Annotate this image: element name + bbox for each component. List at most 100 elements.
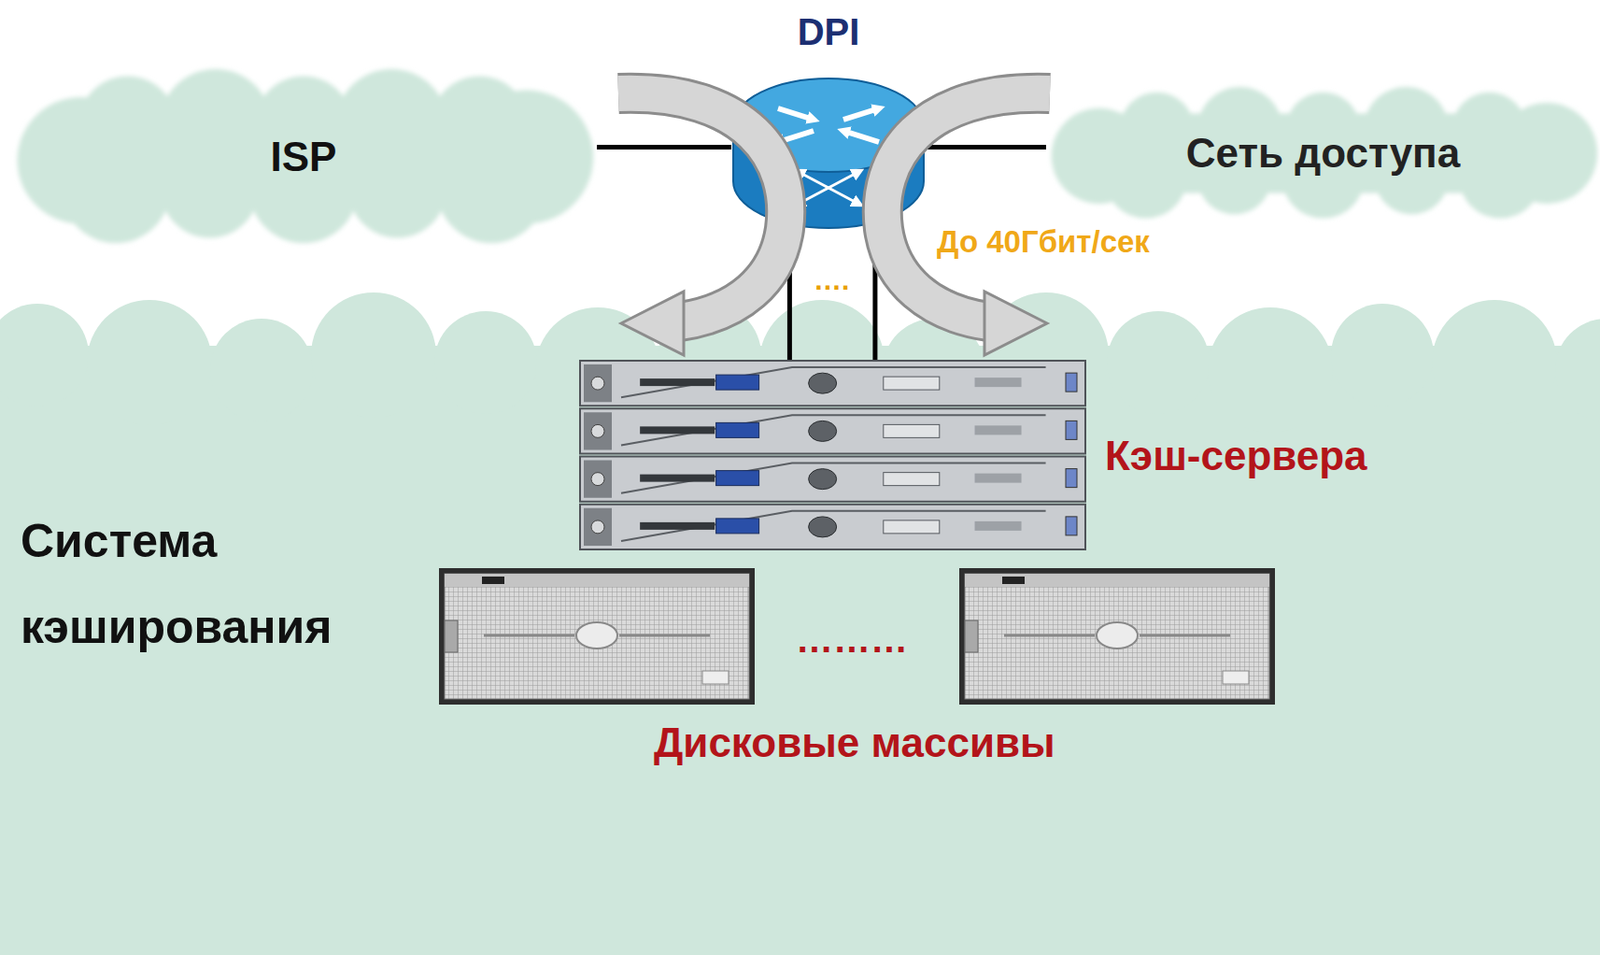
- disk-array: [1096, 622, 1138, 649]
- rack-server: [591, 520, 605, 534]
- rack-server: [975, 521, 1022, 531]
- cloud-shape: [1555, 318, 1600, 422]
- node-label: DPI: [731, 9, 926, 55]
- rack-server: [639, 378, 715, 386]
- cache-server-stack: Кэш-сервера: [579, 359, 1087, 552]
- cloud-shape: [1104, 136, 1188, 219]
- rack-server: [883, 376, 940, 390]
- rack-server: [808, 372, 837, 394]
- disk-array: [964, 620, 978, 652]
- link-ellipsis: ….: [813, 263, 850, 298]
- rack-server: [808, 420, 837, 441]
- rack-server: [639, 522, 715, 530]
- router-icon: [798, 171, 859, 204]
- rack-server: [808, 468, 837, 490]
- isp-cloud: ISP: [10, 69, 597, 245]
- disk-array: [964, 573, 1270, 587]
- cloud-shape: [160, 139, 259, 238]
- redirect-arrow: [621, 291, 684, 355]
- disk-array: [444, 573, 750, 699]
- rack-server: [591, 376, 605, 390]
- rack-server: [621, 367, 1047, 397]
- rack-server: [1065, 468, 1077, 488]
- disk-array: [438, 567, 755, 705]
- rack-server: [639, 425, 715, 434]
- cloud-shape: [0, 345, 1600, 955]
- rack-server: [716, 374, 760, 390]
- cloud-shape: [1051, 86, 1598, 219]
- disk-array: [1222, 670, 1249, 684]
- router-icon: [778, 108, 814, 120]
- cloud-shape: [434, 311, 538, 414]
- rack-server: [883, 520, 940, 534]
- disk-array: [959, 567, 1275, 705]
- disk-array: [576, 622, 618, 649]
- rack-server: [583, 460, 612, 498]
- rack-server: [975, 377, 1022, 387]
- cloud-shape: [1106, 311, 1210, 414]
- disk-array: [444, 620, 458, 652]
- rack-server: [1065, 420, 1077, 439]
- rack-server: [639, 474, 715, 482]
- node-label: ISP: [270, 132, 338, 183]
- rack-server: [580, 456, 1086, 502]
- disk-array-caption: Дисковые массивы: [653, 718, 1056, 768]
- router-icon: [798, 171, 859, 204]
- rack-server: [591, 472, 605, 486]
- cloud-shape: [17, 69, 595, 243]
- disk-array: [438, 567, 755, 705]
- cloud-shape: [1431, 299, 1558, 425]
- disk-array: [481, 576, 505, 584]
- rack-server: [583, 364, 612, 402]
- node-label: Система кэширования: [20, 497, 432, 670]
- rack-server: [580, 504, 1086, 550]
- disk-array: [702, 670, 729, 684]
- cloud-shape: [437, 134, 547, 244]
- cloud-shape: [61, 134, 171, 244]
- cloud-shape: [0, 292, 1600, 955]
- rack-server: [883, 424, 940, 438]
- disk-array: [964, 573, 1270, 699]
- cloud-shape: [1330, 303, 1434, 407]
- rack-server: [580, 408, 1086, 454]
- rack-server: [580, 456, 1086, 502]
- cache-server-stack-shape: [579, 359, 1087, 552]
- redirect-arrow: [618, 93, 786, 322]
- array-ellipsis: ………: [795, 616, 908, 662]
- rack-server: [583, 411, 612, 450]
- cloud-shape: [1458, 136, 1542, 219]
- rack-server: [975, 473, 1022, 483]
- rack-server: [580, 504, 1086, 550]
- rack-server: [716, 470, 760, 486]
- router-icon: [843, 130, 879, 142]
- cloud-shape: [86, 299, 213, 425]
- disk-array: [444, 573, 750, 587]
- redirect-arrow: [984, 291, 1048, 355]
- rack-server: [808, 516, 837, 538]
- rack-server: [580, 360, 1086, 406]
- network-link: [596, 144, 732, 150]
- rack-server: [975, 424, 1022, 435]
- node-label: Кэш-сервера: [1104, 431, 1368, 481]
- cloud-shape: [0, 303, 89, 407]
- rack-server: [1065, 372, 1077, 392]
- cloud-shape: [348, 139, 447, 238]
- rack-server: [621, 414, 1047, 445]
- rack-server: [1065, 516, 1077, 536]
- rack-server: [716, 422, 760, 438]
- rack-server: [621, 463, 1047, 494]
- disk-array: [1002, 576, 1025, 584]
- cloud-shape: [210, 318, 313, 422]
- rack-server: [591, 424, 605, 438]
- bandwidth-note: До 40Гбит/сек: [936, 223, 1150, 261]
- rack-server: [583, 508, 612, 546]
- rack-server: [621, 510, 1047, 541]
- cloud-shape: [311, 292, 437, 418]
- access-network-cloud: Сеть доступа: [1046, 86, 1600, 220]
- disk-array: [959, 567, 1275, 705]
- rack-server: [883, 472, 940, 486]
- network-link: [925, 144, 1047, 150]
- rack-server: [580, 360, 1086, 406]
